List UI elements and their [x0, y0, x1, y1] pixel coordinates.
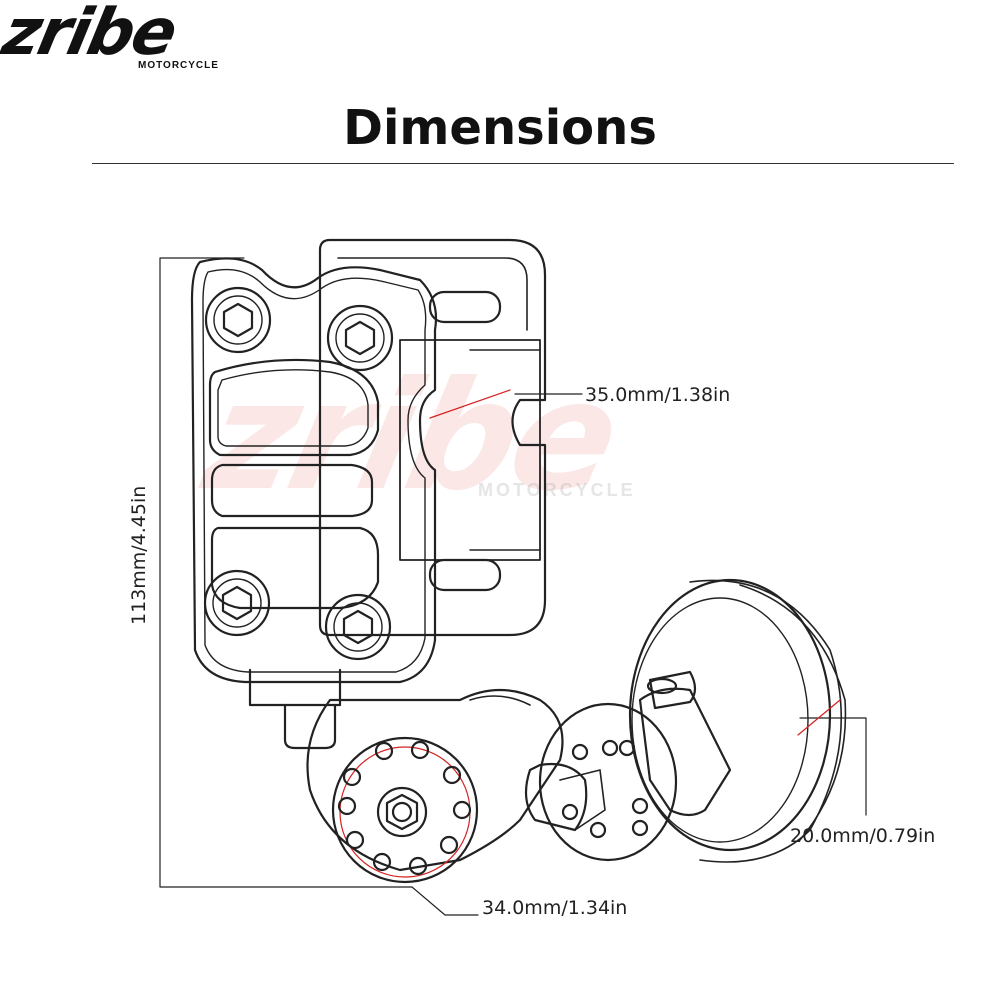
dimension-label-wheel: 34.0mm/1.34in [482, 897, 628, 919]
dimension-lines [159, 257, 867, 916]
front-clamp-plate [190, 257, 438, 684]
cutout-2 [210, 463, 374, 518]
crossbar-bottom [428, 558, 502, 592]
dimension-accents [429, 389, 841, 736]
dimension-label-width: 35.0mm/1.38in [585, 384, 731, 406]
bolt-top-left [204, 286, 272, 354]
roller-wheel [628, 578, 847, 863]
cutout-3 [210, 526, 380, 610]
pivot-arm [306, 688, 564, 872]
bolt-bottom-left [203, 569, 271, 637]
dimension-label-roller: 20.0mm/0.79in [790, 825, 936, 847]
title-divider [92, 163, 954, 164]
watermark-tagline: MOTORCYCLE [478, 480, 636, 500]
back-plate [318, 238, 547, 637]
brand-tagline: MOTORCYCLE [138, 60, 219, 71]
bolt-bottom-right [324, 593, 392, 661]
bolt-top-right [326, 304, 394, 372]
tensioner-wheel [331, 736, 479, 884]
brand-logo: zribe MOTORCYCLE [0, 0, 270, 80]
cutout-1 [208, 358, 380, 457]
page-title: Dimensions [343, 100, 657, 156]
crossbar-top [428, 290, 502, 324]
roller-hub [538, 702, 678, 862]
dimension-label-height: 113mm/4.45in [128, 485, 150, 625]
